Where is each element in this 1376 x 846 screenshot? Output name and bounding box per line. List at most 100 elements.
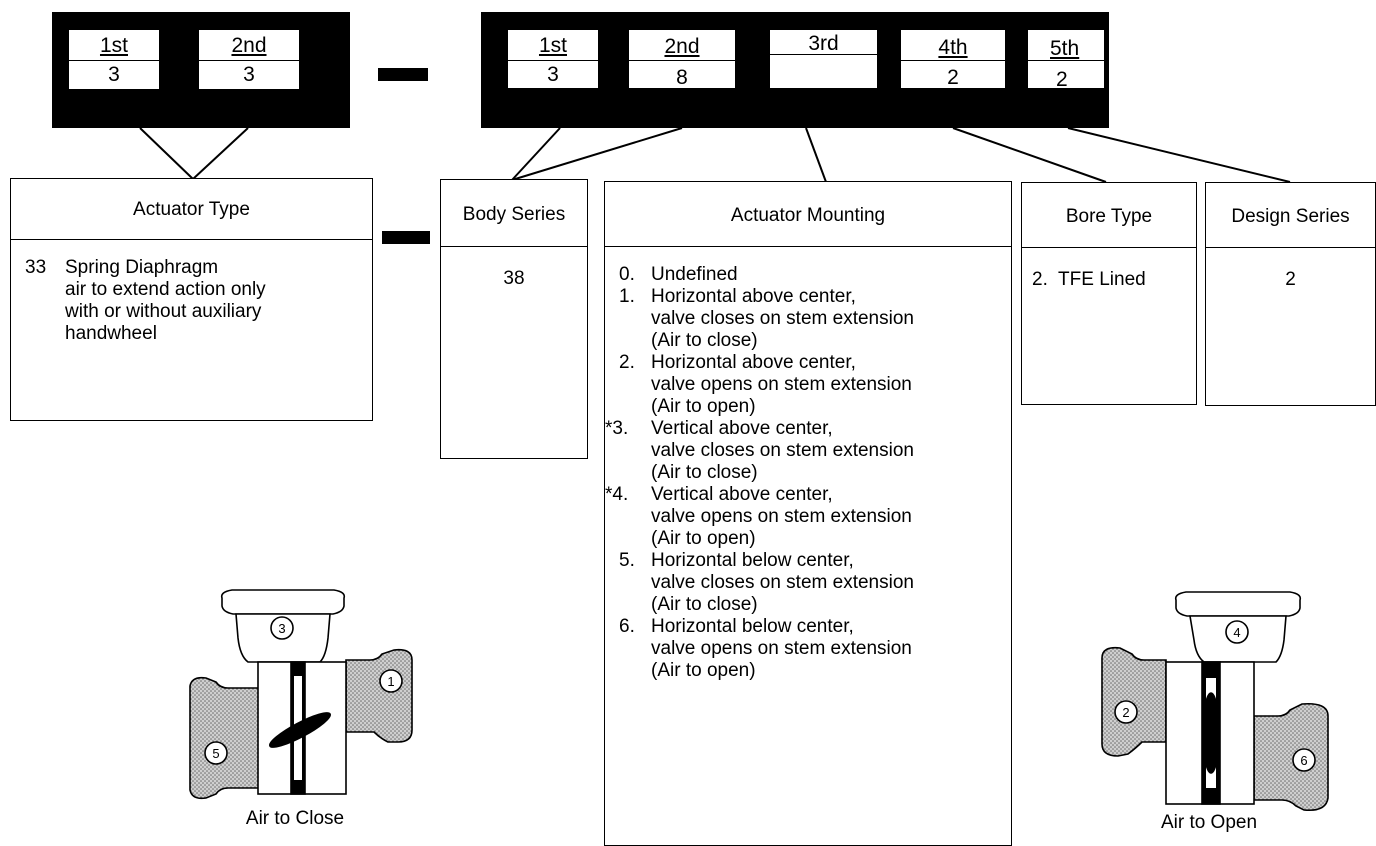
callout-6	[1292, 748, 1316, 772]
actuator-type-body: 33 Spring Diaphragm air to extend action…	[11, 239, 372, 420]
design-series-box: Design Series 2	[1205, 182, 1376, 406]
actuator-mounting-title: Actuator Mounting	[605, 182, 1011, 247]
option-line: Horizontal above center,	[651, 286, 856, 307]
right-flange	[1253, 702, 1329, 812]
mounting-option-6: 6. Horizontal below center, valve opens …	[605, 616, 1011, 682]
prefix-position-1st: 1st 3	[69, 30, 159, 89]
actuator-type-line: Spring Diaphragm	[65, 257, 219, 278]
left-flange	[189, 676, 261, 800]
position-value: 3	[108, 63, 120, 86]
actuator-type-line: with or without auxiliary	[65, 301, 262, 322]
option-line: valve opens on stem extension	[651, 506, 912, 527]
callout-label: 1	[387, 674, 394, 689]
actuator-type-box: Actuator Type 33 Spring Diaphragm air to…	[10, 178, 373, 421]
option-line: Horizontal below center,	[651, 550, 854, 571]
connector-suffix-2nd	[511, 127, 683, 181]
position-label: 2nd	[664, 35, 700, 58]
option-line: Undefined	[651, 264, 738, 285]
diaphragm-housing	[220, 589, 346, 615]
mounting-option-3: *3. Vertical above center, valve closes …	[605, 418, 1011, 484]
actuator-type-title: Actuator Type	[11, 179, 372, 240]
body-series-value: 38	[503, 268, 525, 289]
callout-3	[270, 616, 294, 640]
valve-disc	[269, 712, 331, 748]
connector-prefix-1st	[139, 127, 194, 180]
callout-2	[1114, 700, 1138, 724]
valve-disc	[1202, 692, 1220, 774]
suffix-position-4th: 4th 2	[901, 30, 1005, 89]
design-series-value: 2	[1285, 269, 1296, 290]
callout-label: 3	[278, 621, 285, 636]
air-to-close-caption: Air to Close	[245, 808, 345, 829]
mounting-option-1: 1. Horizontal above center, valve closes…	[605, 286, 1011, 352]
body-series-box: Body Series 38	[440, 179, 588, 459]
option-line: valve closes on stem extension	[651, 440, 914, 461]
position-value: 8	[676, 66, 688, 89]
option-line: valve closes on stem extension	[651, 572, 914, 593]
separator-dash	[382, 231, 430, 244]
suffix-position-1st: 1st 3	[508, 30, 598, 88]
actuator-mounting-box: Actuator Mounting 0. Undefined 1. Horizo…	[604, 181, 1012, 846]
option-line: Vertical above center,	[651, 418, 833, 439]
bore-type-box: Bore Type 2. TFE Lined	[1021, 182, 1197, 405]
position-value: 2	[1056, 68, 1068, 91]
prefix-code-block: 1st 3 2nd 3	[52, 12, 350, 128]
option-line: (Air to close)	[651, 330, 758, 351]
position-label: 5th	[1050, 37, 1080, 60]
connector-prefix-2nd	[192, 127, 249, 180]
callout-1	[379, 669, 403, 693]
option-line: (Air to open)	[651, 660, 756, 681]
option-line: valve closes on stem extension	[651, 308, 914, 329]
option-number: 2.	[619, 352, 635, 373]
suffix-position-2nd: 2nd 8	[629, 30, 735, 89]
connector-suffix-4th	[952, 127, 1107, 183]
connector-suffix-5th	[1067, 127, 1291, 183]
option-number: 5.	[619, 550, 635, 571]
connector-suffix-3rd	[805, 127, 827, 183]
option-line: (Air to close)	[651, 462, 758, 483]
position-label: 1st	[99, 34, 128, 57]
position-label: 4th	[938, 36, 968, 59]
callout-4	[1225, 620, 1249, 644]
mounting-option-0: 0. Undefined	[605, 264, 1011, 286]
option-number: *4.	[605, 484, 629, 505]
option-line: Vertical above center,	[651, 484, 833, 505]
actuator-type-line: handwheel	[65, 323, 157, 344]
position-value	[770, 54, 877, 88]
option-number: 1.	[619, 286, 635, 307]
suffix-code-block: 1st 3 2nd 8 3rd 4th 2 5th 2	[481, 12, 1109, 128]
mounting-option-2: 2. Horizontal above center, valve opens …	[605, 352, 1011, 418]
bore-type-title: Bore Type	[1022, 183, 1196, 248]
option-line: (Air to close)	[651, 594, 758, 615]
position-label: 3rd	[808, 32, 839, 55]
callout-label: 4	[1233, 625, 1240, 640]
option-number: *3.	[605, 418, 629, 439]
actuator-type-code: 33	[25, 257, 47, 278]
callout-label: 2	[1122, 705, 1129, 720]
option-line: Horizontal below center,	[651, 616, 854, 637]
suffix-position-3rd: 3rd	[770, 30, 877, 88]
bore-type-value: 2. TFE Lined	[1032, 269, 1146, 290]
mounting-option-4: *4. Vertical above center, valve opens o…	[605, 484, 1011, 550]
option-number: 6.	[619, 616, 635, 637]
air-to-open-caption: Air to Open	[1160, 812, 1258, 833]
callout-label: 5	[212, 746, 219, 761]
actuator-mounting-list: 0. Undefined 1. Horizontal above center,…	[605, 246, 1011, 845]
suffix-position-5th: 5th 2	[1028, 30, 1104, 91]
position-value: 3	[547, 63, 559, 86]
option-line: (Air to open)	[651, 396, 756, 417]
position-value: 3	[243, 63, 255, 86]
option-line: valve opens on stem extension	[651, 638, 912, 659]
connector-suffix-1st	[511, 127, 561, 181]
position-label: 2nd	[231, 34, 267, 57]
prefix-position-2nd: 2nd 3	[199, 30, 299, 89]
option-line: Horizontal above center,	[651, 352, 856, 373]
diaphragm-housing	[1174, 591, 1302, 617]
actuator-type-line: air to extend action only	[65, 279, 266, 300]
callout-5	[204, 741, 228, 765]
separator-dash	[378, 68, 428, 81]
option-number: 0.	[619, 264, 635, 285]
design-series-title: Design Series	[1206, 183, 1375, 248]
